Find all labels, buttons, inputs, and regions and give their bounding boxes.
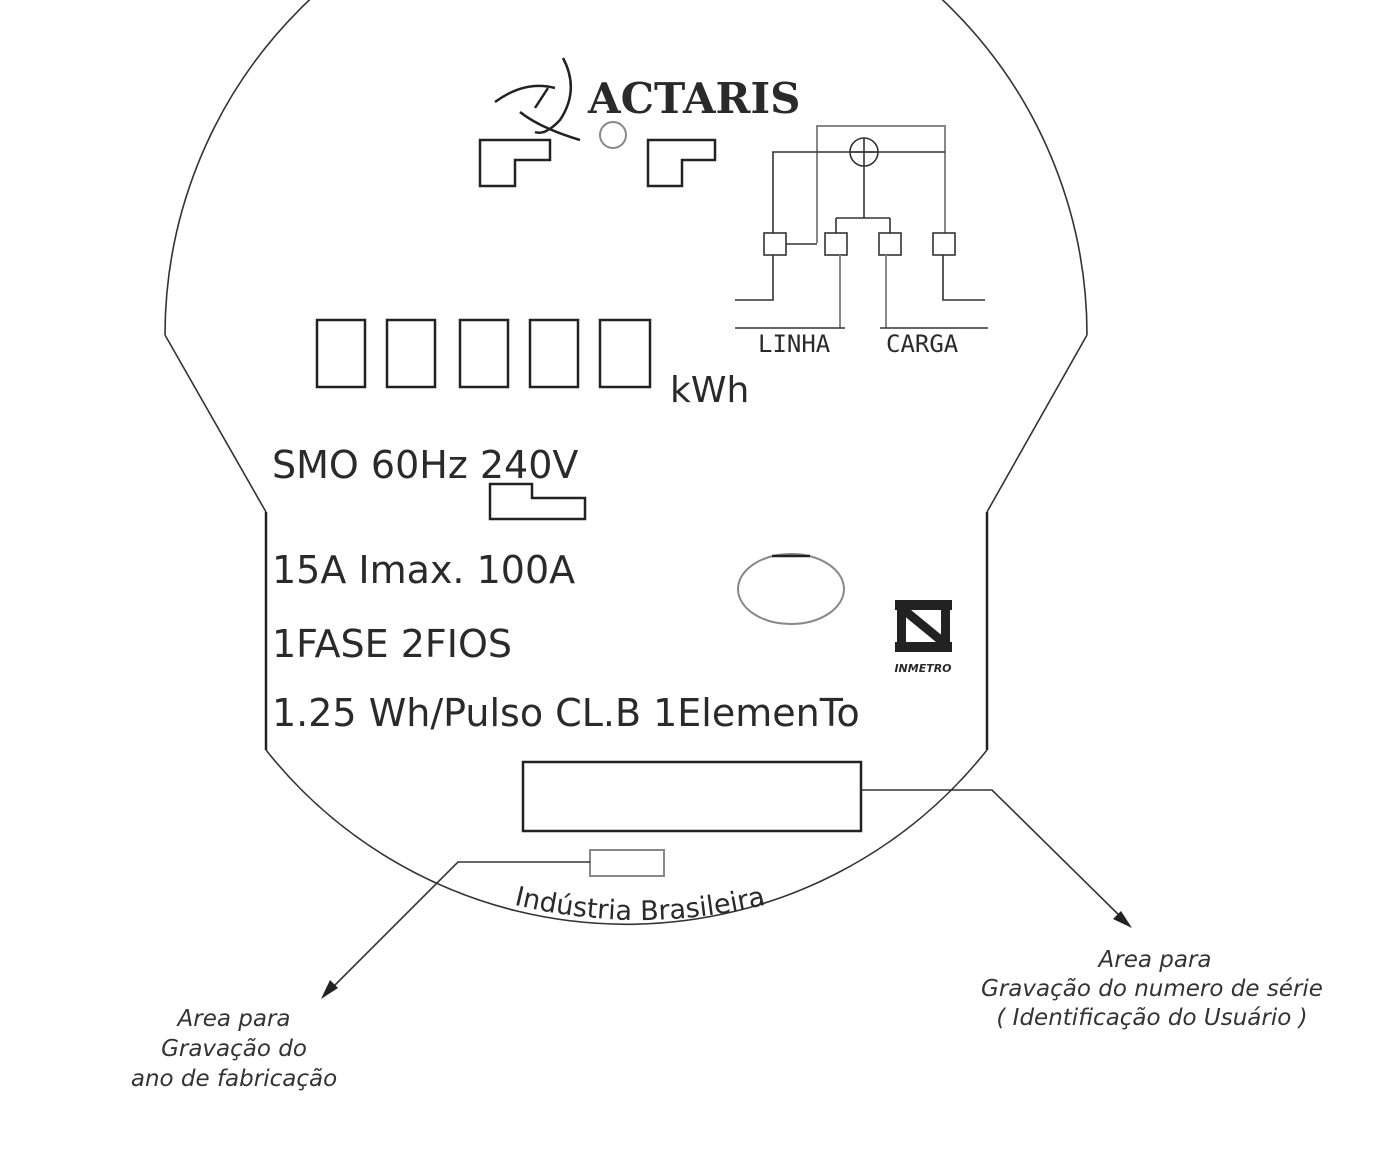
brand-name: ACTARIS — [587, 74, 800, 123]
spec-pulse-class: 1.25 Wh/Pulso CL.B 1ElemenTo — [272, 691, 860, 735]
voltage-marker-box — [488, 482, 587, 521]
serial-callout-line1: Area para — [1097, 947, 1212, 973]
corner-marker-right — [646, 138, 717, 188]
serial-callout-leader — [861, 789, 1127, 923]
spec-phase-wires: 1FASE 2FIOS — [272, 622, 512, 666]
spec-voltage-frequency: SMO 60Hz 240V — [272, 443, 578, 487]
oval-window — [737, 553, 845, 625]
terminal-2 — [824, 232, 848, 256]
terminal-3 — [878, 232, 902, 256]
year-of-manufacture-area — [589, 849, 665, 877]
serial-number-area — [521, 760, 863, 833]
year-callout-line2: Gravação do — [161, 1036, 307, 1062]
inmetro-mark-label: INMETRO — [894, 662, 951, 675]
nameplate-outline — [164, 0, 1088, 925]
spec-current-rating: 15A Imax. 100A — [272, 548, 575, 592]
load-terminal-label: CARGA — [886, 330, 959, 358]
actaris-logo-icon — [494, 57, 581, 142]
serial-callout-arrowhead — [1113, 911, 1132, 928]
terminal-1 — [763, 232, 787, 256]
inmetro-mark-icon: INMETRO — [894, 600, 952, 675]
year-callout-leader — [326, 861, 590, 994]
wiring-schematic — [735, 125, 988, 329]
register-digit-window — [528, 318, 580, 389]
register-digit-window — [385, 318, 437, 389]
register-windows — [315, 318, 652, 389]
register-digit-window — [458, 318, 510, 389]
screw-hole — [599, 121, 627, 149]
register-digit-window — [315, 318, 367, 389]
year-callout-arrowhead — [321, 980, 338, 999]
line-terminal-label: LINHA — [758, 330, 831, 358]
corner-marker-left — [478, 138, 552, 188]
serial-callout-line2: Gravação do numero de série — [981, 976, 1323, 1002]
register-digit-window — [598, 318, 652, 389]
serial-callout-line3: ( Identificação do Usuário ) — [996, 1005, 1307, 1031]
year-callout-line3: ano de fabricação — [131, 1066, 337, 1092]
terminal-4 — [932, 232, 956, 256]
origin-label: Indústria Brasileira — [512, 881, 768, 927]
year-callout-line1: Area para — [176, 1006, 291, 1032]
register-unit: kWh — [670, 370, 749, 411]
